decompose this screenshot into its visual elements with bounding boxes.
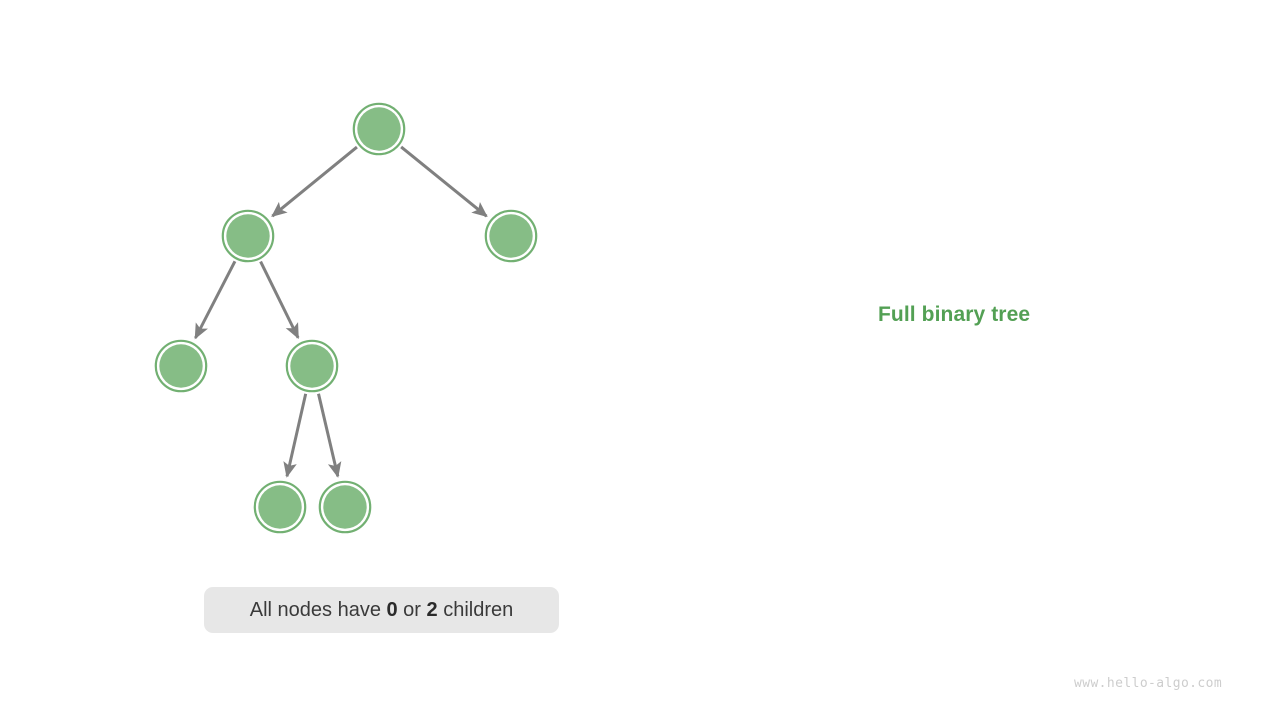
node-fill [489,214,533,258]
edge-root-to-right [400,145,488,218]
node-inner-gap [487,212,535,260]
leaf-node-b[interactable] [318,480,372,534]
edge-left-to-left-right [259,260,300,340]
edge-left-to-left-left [194,260,237,340]
node-layer [154,102,538,534]
node-fill [226,214,270,258]
node-inner-gap [355,105,403,153]
caption-middle: or [397,598,427,621]
node-inner-gap [321,483,369,531]
node-fill [258,485,302,529]
node-outer-ring [285,339,339,393]
edge-layer [194,145,488,478]
node-inner-gap [288,342,336,390]
node-inner-gap [256,483,304,531]
site-watermark: www.hello-algo.com [1074,676,1223,691]
left-right-node[interactable] [285,339,339,393]
caption-count-two: 2 [426,598,438,621]
edge-root-to-left [271,145,358,218]
caption-badge: All nodes have 0 or 2 children [204,587,559,633]
node-inner-gap [224,212,272,260]
caption-count-zero: 0 [386,598,398,621]
node-outer-ring [253,480,307,534]
page-title: Full binary tree [878,303,1031,326]
node-outer-ring [484,209,538,263]
node-outer-ring [154,339,208,393]
caption-prefix: All nodes have [249,598,387,621]
root-node[interactable] [352,102,406,156]
node-inner-gap [157,342,205,390]
caption-suffix: children [437,598,514,621]
caption-text: All nodes have 0 or 2 children [250,599,514,622]
node-outer-ring [352,102,406,156]
node-fill [357,107,401,151]
leaf-node-a[interactable] [253,480,307,534]
node-outer-ring [318,480,372,534]
right-child-node[interactable] [484,209,538,263]
node-fill [323,485,367,529]
node-outer-ring [221,209,275,263]
node-fill [159,344,203,388]
edge-left-right-to-leaf-b [317,393,342,478]
edge-left-right-to-leaf-a [283,393,308,478]
left-left-leaf-node[interactable] [154,339,208,393]
node-fill [290,344,334,388]
left-child-node[interactable] [221,209,275,263]
